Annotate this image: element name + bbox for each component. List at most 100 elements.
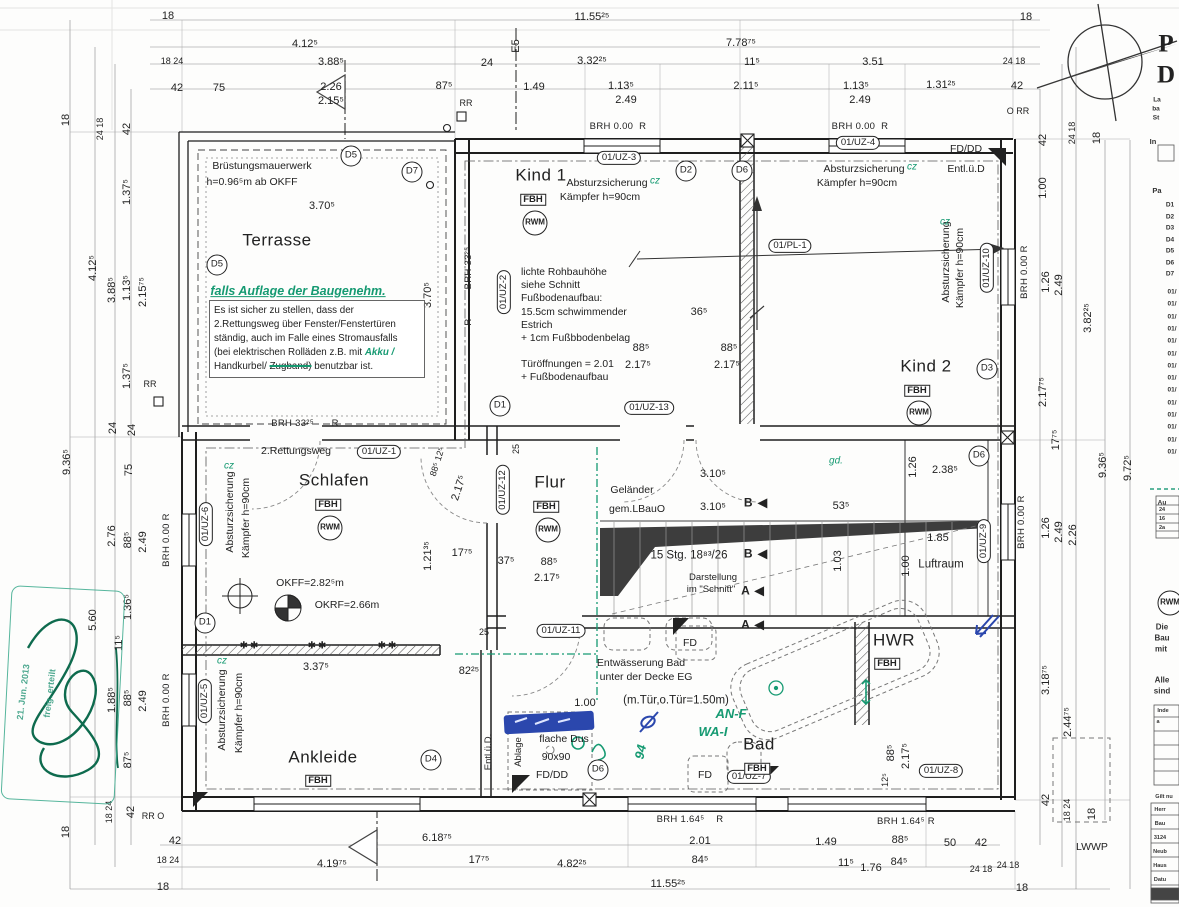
dimension-label: 4.82²⁵	[557, 857, 587, 870]
dimension-label: 17⁷⁵	[468, 853, 490, 866]
titleblock-text: St	[1152, 114, 1160, 122]
annotation: Kämpfer h=90cm	[233, 672, 246, 754]
dimension-label: 2.17⁵	[625, 358, 651, 371]
room-label-schlafen: Schlafen	[298, 470, 370, 490]
dimension-label: 2.49	[136, 531, 149, 553]
fbh-badge: FBH	[874, 657, 900, 671]
dimension-label: 2.15⁵	[318, 94, 344, 107]
titleblock-table-row: Datu	[1153, 876, 1167, 883]
door-tag: D5	[206, 254, 228, 276]
dimension-label: 18	[161, 9, 175, 22]
titleblock-table-row: Haus	[1153, 862, 1167, 869]
dimension-label: 9.72⁵	[1121, 455, 1134, 481]
dimension-label: 24	[106, 421, 119, 435]
dimension-label: 24	[480, 56, 494, 69]
section-marker: B ◀	[743, 546, 769, 561]
dimension-label: 3.88⁵	[105, 277, 118, 303]
terrasse-parapet	[178, 131, 455, 437]
dimension-label: 18	[1090, 131, 1103, 145]
dimension-label: 1.31²⁵	[926, 78, 956, 91]
dimension-label: 42	[124, 805, 137, 819]
dimension-label: 75	[212, 81, 226, 94]
rescue-note-line: 2.Rettungsweg über Fenster/Fenstertüren	[214, 318, 396, 330]
dimension-label: 11.55²⁵	[574, 10, 610, 23]
titleblock-position-list-item: 01/	[1167, 349, 1177, 357]
titleblock-text: Alle	[1154, 675, 1170, 685]
approval-stamp: 21. Jun. 2013 freig. erteilt	[0, 585, 126, 805]
fbh-badge: FBH	[520, 193, 546, 207]
dimension-label: 11⁵	[838, 856, 854, 869]
rwm-badge: RWM	[1157, 590, 1179, 616]
position-tag: 01/UZ-12	[495, 465, 511, 515]
annotation: Kämpfer h=90cm	[816, 177, 898, 190]
dimension-label: 24 18	[969, 864, 993, 875]
door-tag: D7	[401, 161, 423, 183]
dimension-label: 1.00	[1036, 177, 1049, 199]
door-swing-arcs	[251, 439, 759, 697]
dimension-label: 17⁷⁵	[451, 546, 473, 559]
brh-label: BRH 1.64⁵ R	[877, 815, 935, 827]
dimension-label: 12⁵	[880, 773, 891, 787]
annotation: Entl.ü.D	[947, 163, 985, 176]
brh-label: BRH 0.00 R	[831, 120, 889, 132]
titleblock-text: Au	[1157, 499, 1167, 507]
titleblock-text: a	[1156, 718, 1160, 725]
titleblock-position-list-item: 01/	[1167, 362, 1177, 370]
insulation-line	[205, 160, 999, 790]
annotation: FD	[698, 769, 712, 782]
dimension-label: 11⁵	[744, 55, 760, 68]
fbh-badge: FBH	[533, 500, 559, 514]
handwritten-green: cz	[650, 175, 660, 187]
dimension-label: 42	[1010, 79, 1024, 92]
annotation: Absturzsicherung	[823, 163, 905, 176]
room-label-bad: Bad	[743, 734, 775, 754]
dimension-label: 84⁵	[890, 855, 908, 868]
wc	[726, 741, 762, 781]
brh-label: BRH 0.00 R	[589, 120, 647, 132]
titleblock-position-list-item: 01/	[1167, 436, 1177, 444]
annotation: Kämpfer h=90cm	[954, 227, 967, 309]
titleblock-text: Pa	[1152, 185, 1162, 195]
position-tag: 01/PL-1	[768, 238, 812, 254]
handwritten-green: cz	[940, 216, 950, 228]
brh-label: BRH 0.00 R	[1015, 495, 1027, 549]
dimension-label: 88⁵	[121, 531, 134, 549]
dimension-label: 42	[974, 836, 988, 849]
annotation: Absturzsicherung	[566, 177, 648, 190]
titleblock-position-list-item: 01/	[1167, 313, 1177, 321]
room-label-terrasse: Terrasse	[242, 230, 312, 250]
annotation: Geländer	[610, 484, 654, 497]
brh-label: BRH 33²⁵	[462, 246, 474, 290]
dimension-label: 11.55²⁵	[650, 877, 686, 890]
dimension-label: 88⁵	[720, 341, 738, 354]
titleblock-position-list-item: 01/	[1167, 448, 1177, 456]
dimension-label: 1.76	[860, 861, 882, 874]
rwm-badge: RWM	[535, 517, 561, 543]
dimension-label: 1.13⁵	[843, 79, 869, 92]
dimension-label: 4.19⁷⁵	[317, 857, 347, 870]
titleblock-mini-table-row: 2a	[1158, 524, 1166, 531]
titleblock-mini-table-row: 16	[1158, 515, 1166, 522]
titleblock-door-list-item: D2	[1165, 212, 1175, 220]
titleblock-door-list-item: D6	[1165, 258, 1175, 266]
section-markers	[315, 28, 517, 884]
floor-construction-note: lichte Rohbauhöhe siehe Schnitt Fußboden…	[521, 267, 631, 384]
green-pen-marks	[455, 447, 871, 761]
dimension-label: 18	[1015, 881, 1029, 894]
dimension-label: 3.37⁵	[303, 660, 329, 673]
titleblock-table-row: Bau	[1154, 820, 1166, 827]
fbh-badge: FBH	[305, 774, 331, 788]
handwritten-green: gd.	[829, 455, 843, 467]
staircase	[600, 520, 988, 615]
dimension-label: 2.49	[849, 93, 871, 106]
handwritten-approval-note: falls Auflage der Baugenehm.	[210, 284, 386, 299]
fbh-badge: FBH	[744, 762, 770, 776]
north-compass	[1036, 3, 1178, 122]
struck-zugband: Zugband)	[269, 360, 312, 372]
dimension-label: 9.36⁵	[60, 449, 73, 475]
door-tag: D3	[976, 358, 998, 380]
dimension-label: 3.32²⁵	[577, 54, 607, 67]
wall-hatching	[182, 139, 869, 725]
